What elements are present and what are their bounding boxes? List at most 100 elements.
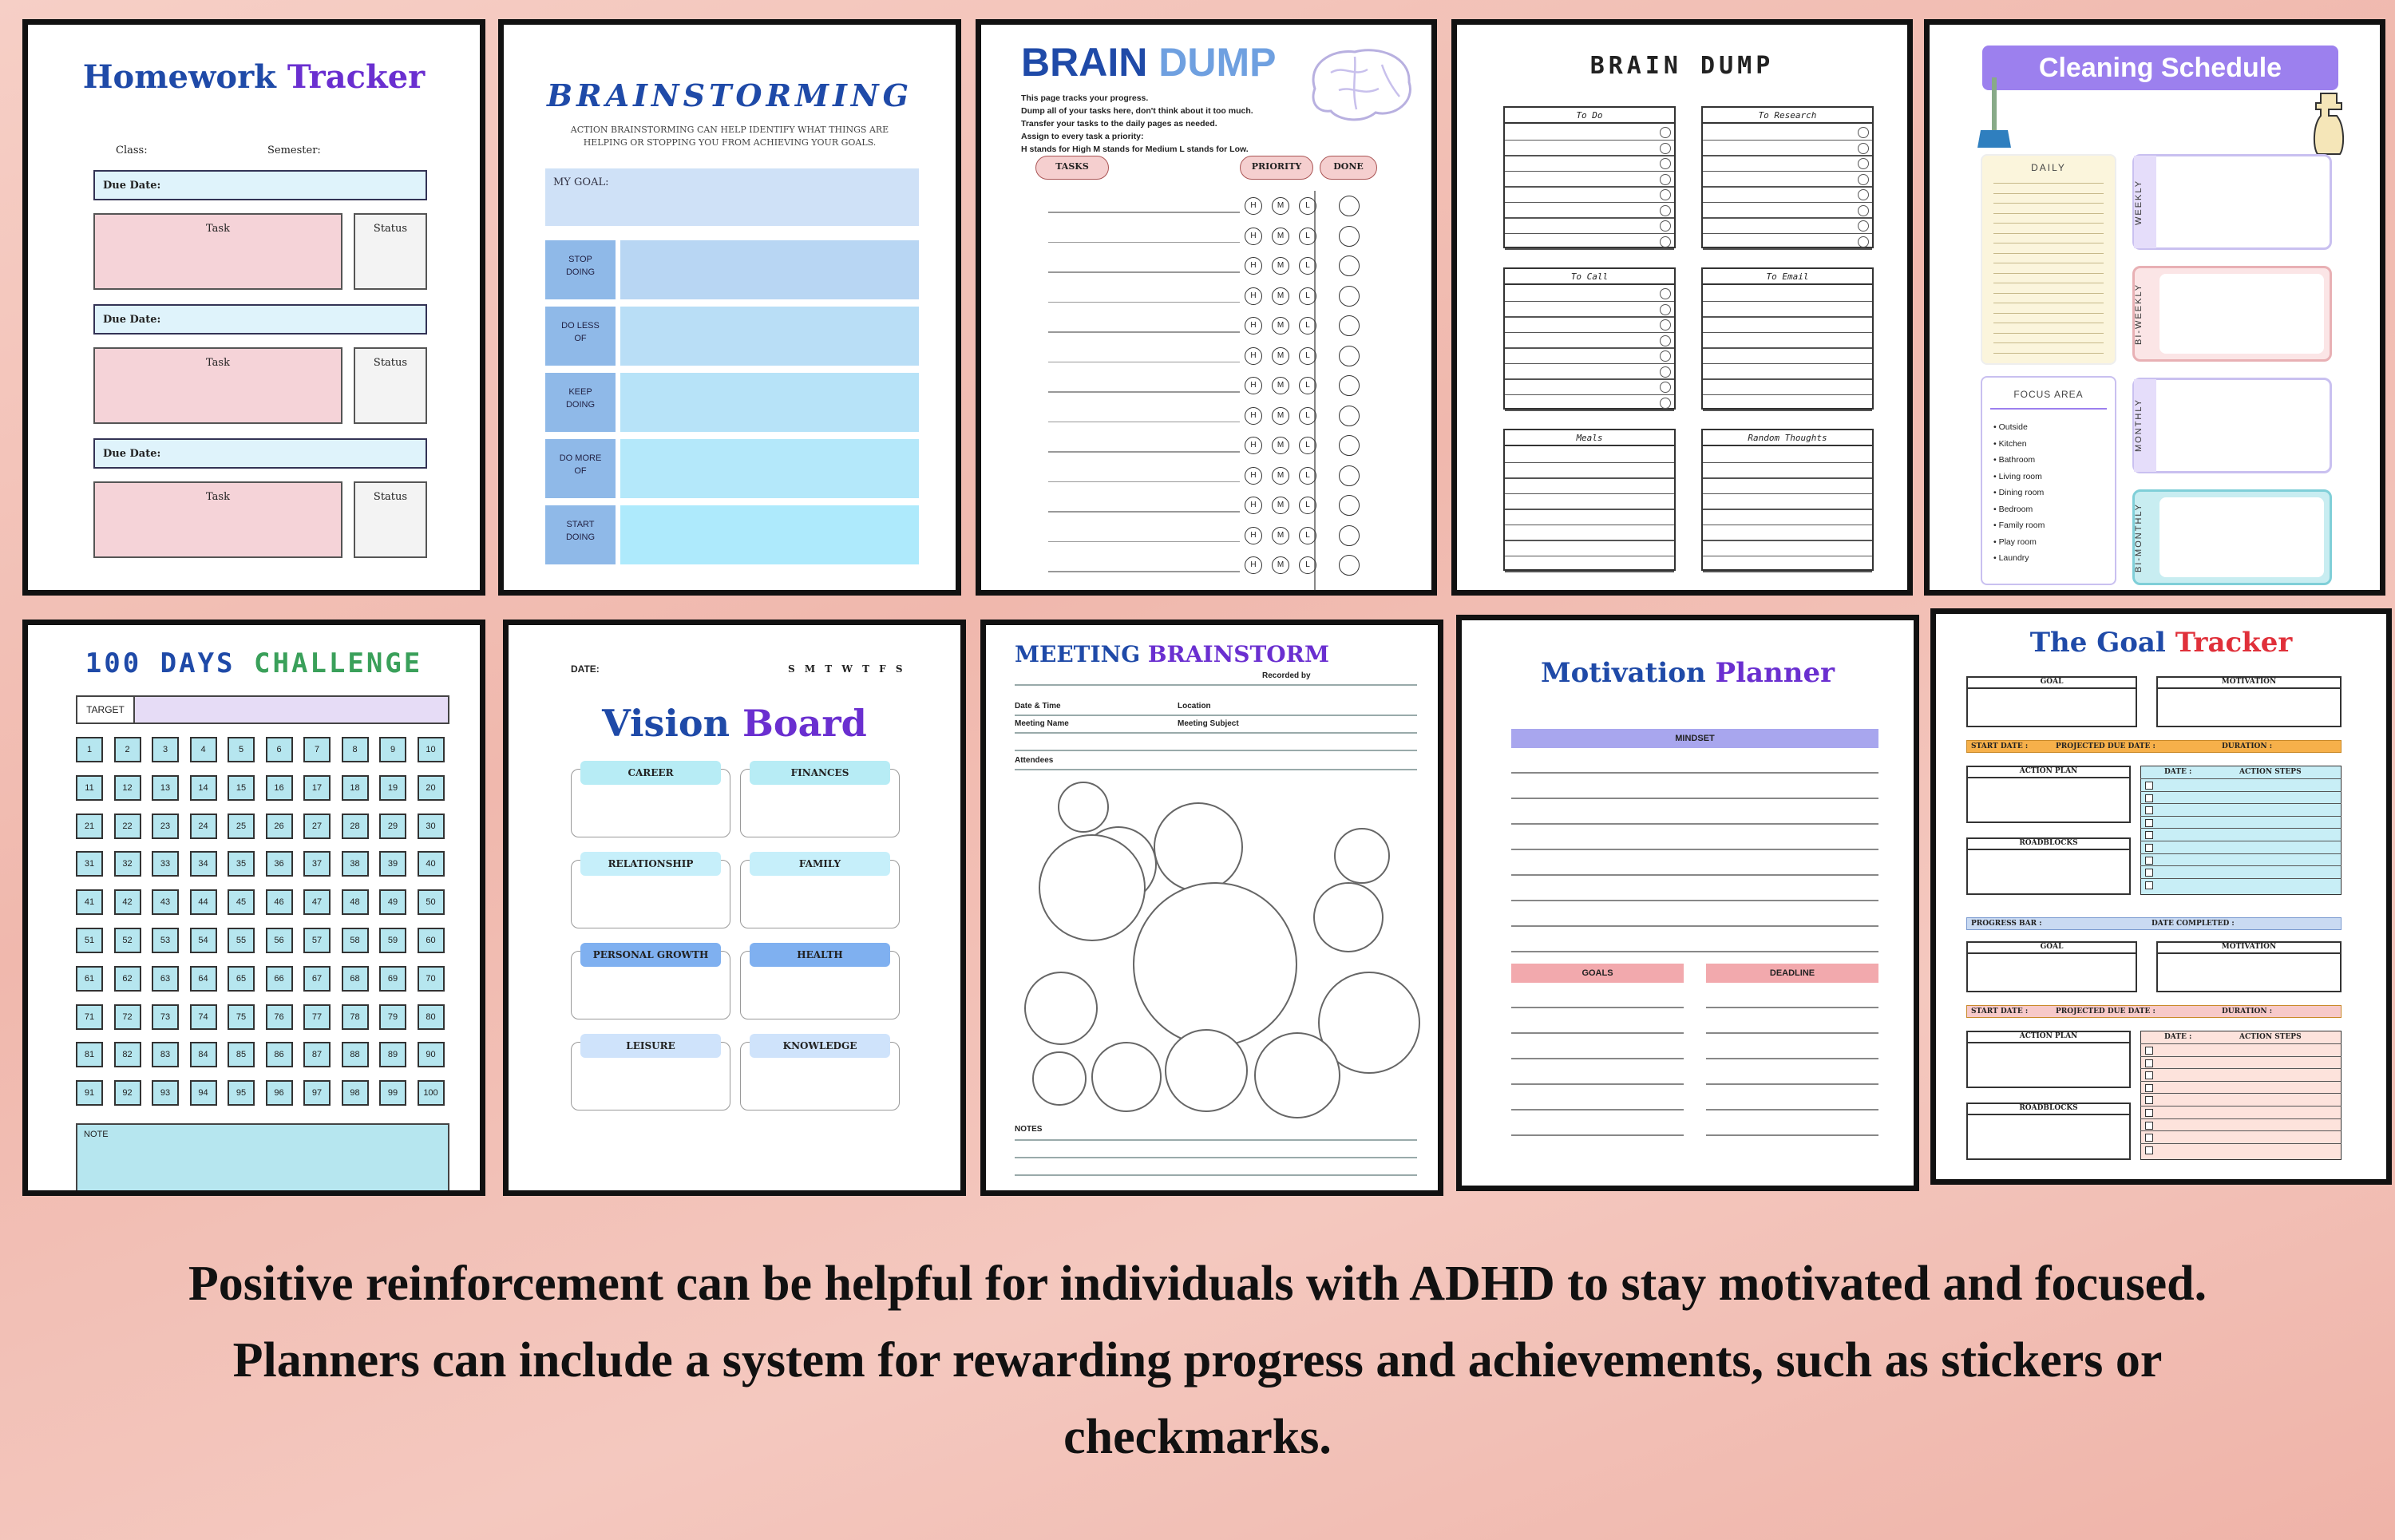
priority-m-circle[interactable]: M xyxy=(1272,406,1289,425)
task-line[interactable] xyxy=(1048,421,1240,422)
day-cell[interactable]: 73 xyxy=(152,1004,179,1030)
bubble[interactable] xyxy=(1334,828,1390,884)
day-cell[interactable]: 87 xyxy=(303,1042,331,1068)
focus-area-item[interactable]: • Play room xyxy=(1993,536,2037,547)
day-cell[interactable]: 57 xyxy=(303,928,331,953)
done-checkbox[interactable] xyxy=(1339,495,1360,516)
box-check-circle[interactable] xyxy=(1660,335,1671,346)
box-check-circle[interactable] xyxy=(1660,288,1671,299)
priority-h-circle[interactable]: H xyxy=(1245,287,1262,305)
day-cell[interactable]: 70 xyxy=(417,965,445,992)
task-line[interactable] xyxy=(1048,361,1240,362)
day-cell[interactable]: 74 xyxy=(189,1004,217,1030)
day-cell[interactable]: 11 xyxy=(76,774,103,801)
goal-box[interactable] xyxy=(1966,676,2137,727)
priority-l-circle[interactable]: L xyxy=(1299,526,1316,544)
task-line[interactable] xyxy=(1048,241,1240,243)
done-checkbox[interactable] xyxy=(1339,196,1360,216)
day-cell[interactable]: 7 xyxy=(303,737,331,762)
step-checkbox[interactable] xyxy=(2145,782,2153,790)
priority-l-circle[interactable]: L xyxy=(1299,437,1316,454)
task-field[interactable]: Task xyxy=(93,347,342,424)
daily-line[interactable] xyxy=(1993,312,2104,314)
priority-h-circle[interactable]: H xyxy=(1245,377,1262,394)
brain-dump-priority-card[interactable]: BRAIN DUMP This page tracks your progres… xyxy=(976,19,1437,596)
step-checkbox[interactable] xyxy=(2145,818,2153,827)
task-line[interactable] xyxy=(1048,331,1240,333)
priority-m-circle[interactable]: M xyxy=(1272,377,1289,394)
box-check-circle[interactable] xyxy=(1858,220,1869,232)
day-cell[interactable]: 97 xyxy=(303,1080,331,1107)
bubble[interactable] xyxy=(1313,882,1384,952)
day-cell[interactable]: 61 xyxy=(76,965,103,992)
step-checkbox[interactable] xyxy=(2145,806,2153,815)
priority-l-circle[interactable]: L xyxy=(1299,497,1316,514)
mindset-line[interactable] xyxy=(1511,951,1878,952)
day-cell[interactable]: 95 xyxy=(228,1080,255,1107)
deadline-line[interactable] xyxy=(1706,1109,1878,1110)
action-plan-box[interactable] xyxy=(1966,766,2131,823)
day-cell[interactable]: 22 xyxy=(113,813,141,839)
day-cell[interactable]: 62 xyxy=(113,965,141,992)
goal-line[interactable] xyxy=(1511,1058,1684,1059)
priority-m-circle[interactable]: M xyxy=(1272,287,1289,305)
day-cell[interactable]: 54 xyxy=(189,928,217,953)
step-checkbox[interactable] xyxy=(2145,844,2153,852)
day-cell[interactable]: 3 xyxy=(152,737,179,762)
task-field[interactable]: Task xyxy=(93,481,342,558)
bubble[interactable] xyxy=(1254,1032,1340,1118)
brainstorm-row-field[interactable] xyxy=(620,373,919,432)
step-checkbox[interactable] xyxy=(2145,831,2153,840)
priority-h-circle[interactable]: H xyxy=(1245,317,1262,335)
day-cell[interactable]: 81 xyxy=(76,1042,103,1068)
day-cell[interactable]: 23 xyxy=(152,813,179,839)
step-checkbox[interactable] xyxy=(2145,1134,2153,1142)
daily-line[interactable] xyxy=(1993,212,2104,214)
box-check-circle[interactable] xyxy=(1858,158,1869,169)
day-cell[interactable]: 89 xyxy=(379,1042,406,1068)
day-cell[interactable]: 51 xyxy=(76,928,103,953)
day-cell[interactable]: 79 xyxy=(379,1004,406,1030)
mindset-line[interactable] xyxy=(1511,900,1878,901)
task-field[interactable]: Task xyxy=(93,213,342,290)
target-field[interactable]: TARGET xyxy=(76,695,449,724)
day-cell[interactable]: 13 xyxy=(152,774,179,801)
box-check-circle[interactable] xyxy=(1858,127,1869,138)
due-date-field[interactable]: Due Date: xyxy=(93,304,427,335)
mindset-line[interactable] xyxy=(1511,925,1878,927)
goal-line[interactable] xyxy=(1511,1083,1684,1085)
priority-h-circle[interactable]: H xyxy=(1245,346,1262,365)
priority-m-circle[interactable]: M xyxy=(1272,257,1289,275)
done-checkbox[interactable] xyxy=(1339,435,1360,456)
roadblocks-box[interactable] xyxy=(1966,837,2131,895)
day-cell[interactable]: 99 xyxy=(379,1080,406,1107)
bubble[interactable] xyxy=(1024,972,1098,1045)
due-date-field[interactable]: Due Date: xyxy=(93,170,427,200)
cleaning-schedule-card[interactable]: Cleaning Schedule DAILY FOCUS AREA • Out… xyxy=(1924,19,2385,596)
day-cell[interactable]: 67 xyxy=(303,965,331,992)
progress-bar[interactable] xyxy=(1966,917,2342,930)
day-cell[interactable]: 85 xyxy=(228,1042,255,1068)
day-cell[interactable]: 66 xyxy=(265,965,293,992)
day-cell[interactable]: 91 xyxy=(76,1080,103,1107)
step-checkbox[interactable] xyxy=(2145,856,2153,865)
day-cell[interactable]: 14 xyxy=(189,774,217,801)
task-line[interactable] xyxy=(1048,301,1240,303)
day-cell[interactable]: 65 xyxy=(228,965,255,992)
day-cell[interactable]: 64 xyxy=(189,965,217,992)
brain-dump-box[interactable]: To Research xyxy=(1701,106,1874,250)
day-cell[interactable]: 21 xyxy=(76,813,103,839)
day-cell[interactable]: 31 xyxy=(76,851,103,877)
done-checkbox[interactable] xyxy=(1339,345,1360,366)
step-checkbox[interactable] xyxy=(2145,1109,2153,1117)
day-cell[interactable]: 45 xyxy=(228,889,255,916)
brain-dump-box[interactable]: To Do xyxy=(1503,106,1676,250)
day-cell[interactable]: 71 xyxy=(76,1004,103,1030)
day-cell[interactable]: 77 xyxy=(303,1004,331,1030)
day-cell[interactable]: 68 xyxy=(341,965,369,992)
day-cell[interactable]: 25 xyxy=(228,813,255,839)
task-line[interactable] xyxy=(1048,212,1240,213)
day-cell[interactable]: 24 xyxy=(189,813,217,839)
day-cell[interactable]: 56 xyxy=(265,928,293,953)
